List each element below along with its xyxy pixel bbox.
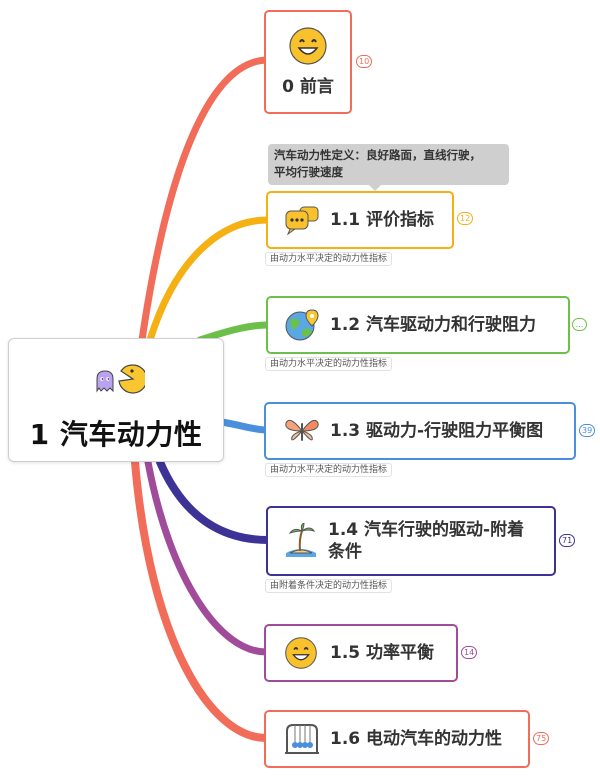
topic-ev-dynamics[interactable]: 1.6 电动汽车的动力性 (264, 710, 530, 768)
topic-label: 1.4 汽车行驶的驱动-附着 条件 (328, 519, 524, 563)
root-title: 1 汽车动力性 (29, 418, 203, 451)
topic-count-badge[interactable]: 39 (579, 424, 596, 437)
branch-2 (196, 321, 272, 344)
topic-count-badge[interactable]: 10 (356, 55, 373, 68)
topic-count-badge[interactable]: 71 (559, 534, 576, 547)
callout-line: 平均行驶速度 (274, 165, 343, 179)
branch-3 (218, 418, 270, 434)
topic-preface[interactable]: 0 前言 (264, 10, 352, 114)
topic-count-badge[interactable]: … (572, 318, 587, 331)
definition-callout: 汽车动力性定义：良好路面，直线行驶， 平均行驶速度 (268, 144, 509, 185)
topic-count-badge[interactable]: 14 (461, 646, 478, 659)
topic-note: 由附着条件决定的动力性指标 (265, 579, 393, 593)
topic-note: 由动力水平决定的动力性指标 (265, 357, 393, 371)
branch-4 (156, 458, 272, 544)
branch-6 (131, 458, 270, 742)
callout-line: 汽车动力性定义：良好路面，直线行驶， (274, 148, 481, 162)
ghost-pacman-icon (96, 364, 145, 394)
topic-label: 1.6 电动汽车的动力性 (330, 729, 503, 749)
branch-0 (138, 56, 272, 344)
speech-bubbles-icon (285, 206, 319, 235)
topic-note: 由动力水平决定的动力性指标 (265, 252, 393, 266)
topic-label: 1.1 评价指标 (330, 210, 435, 230)
topic-count-badge[interactable]: 12 (457, 212, 474, 225)
topic-drive-adhesion[interactable]: 1.4 汽车行驶的驱动-附着 条件 (266, 506, 556, 576)
topic-driving-force-resistance[interactable]: 1.2 汽车驱动力和行驶阻力 (266, 296, 570, 354)
grinning-face-icon (285, 637, 317, 669)
topic-label-line: 条件 (328, 542, 362, 562)
newtons-cradle-icon (285, 724, 319, 754)
butterfly-icon (285, 419, 319, 441)
root-topic[interactable]: 1 汽车动力性 (8, 338, 224, 462)
branch-1 (146, 216, 272, 344)
topic-label-line: 1.4 汽车行驶的驱动-附着 (328, 520, 525, 540)
topic-count-badge[interactable]: 75 (533, 732, 550, 745)
topic-power-balance[interactable]: 1.5 功率平衡 (264, 624, 458, 682)
topic-balance-chart[interactable]: 1.3 驱动力-行驶阻力平衡图 (264, 402, 576, 460)
topic-note: 由动力水平决定的动力性指标 (265, 463, 393, 477)
island-icon (286, 523, 316, 557)
topic-evaluation-index[interactable]: 1.1 评价指标 (266, 191, 454, 249)
branch-5 (144, 458, 270, 656)
grinning-face-icon (289, 27, 327, 65)
topic-label: 1.5 功率平衡 (330, 643, 435, 663)
globe-pin-icon (285, 309, 319, 341)
topic-label: 1.3 驱动力-行驶阻力平衡图 (330, 421, 544, 441)
topic-label: 0 前言 (282, 77, 334, 97)
callout-pointer (369, 185, 381, 191)
topic-label: 1.2 汽车驱动力和行驶阻力 (330, 315, 537, 335)
